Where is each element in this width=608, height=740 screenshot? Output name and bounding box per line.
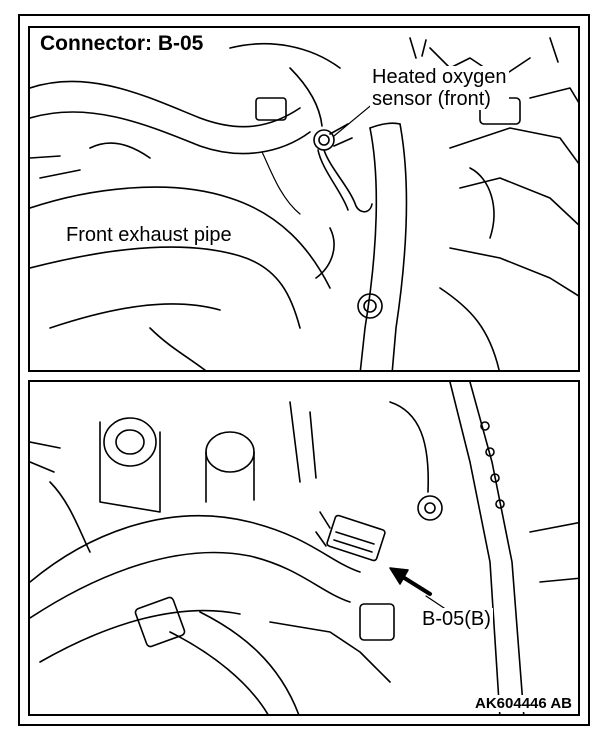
engine-bay-upper-drawing	[30, 37, 578, 370]
top-illustration-panel: Connector: B-05 Heated oxygen sensor (fr…	[28, 26, 580, 372]
connector-title: Connector: B-05	[38, 32, 208, 58]
sensor-label-line1: Heated oxygen	[372, 66, 507, 88]
connector-b05-label: B-05(B)	[420, 608, 493, 630]
engine-bay-lower-drawing	[30, 382, 578, 714]
bottom-illustration-panel: B-05(B) AK604446 AB	[28, 380, 580, 716]
figure-frame: Connector: B-05 Heated oxygen sensor (fr…	[18, 14, 590, 726]
sensor-label: Heated oxygen sensor (front)	[370, 66, 509, 110]
figure-code: AK604446 AB	[473, 695, 574, 712]
sensor-label-line2: sensor (front)	[372, 88, 491, 110]
exhaust-pipe-label: Front exhaust pipe	[64, 224, 234, 246]
